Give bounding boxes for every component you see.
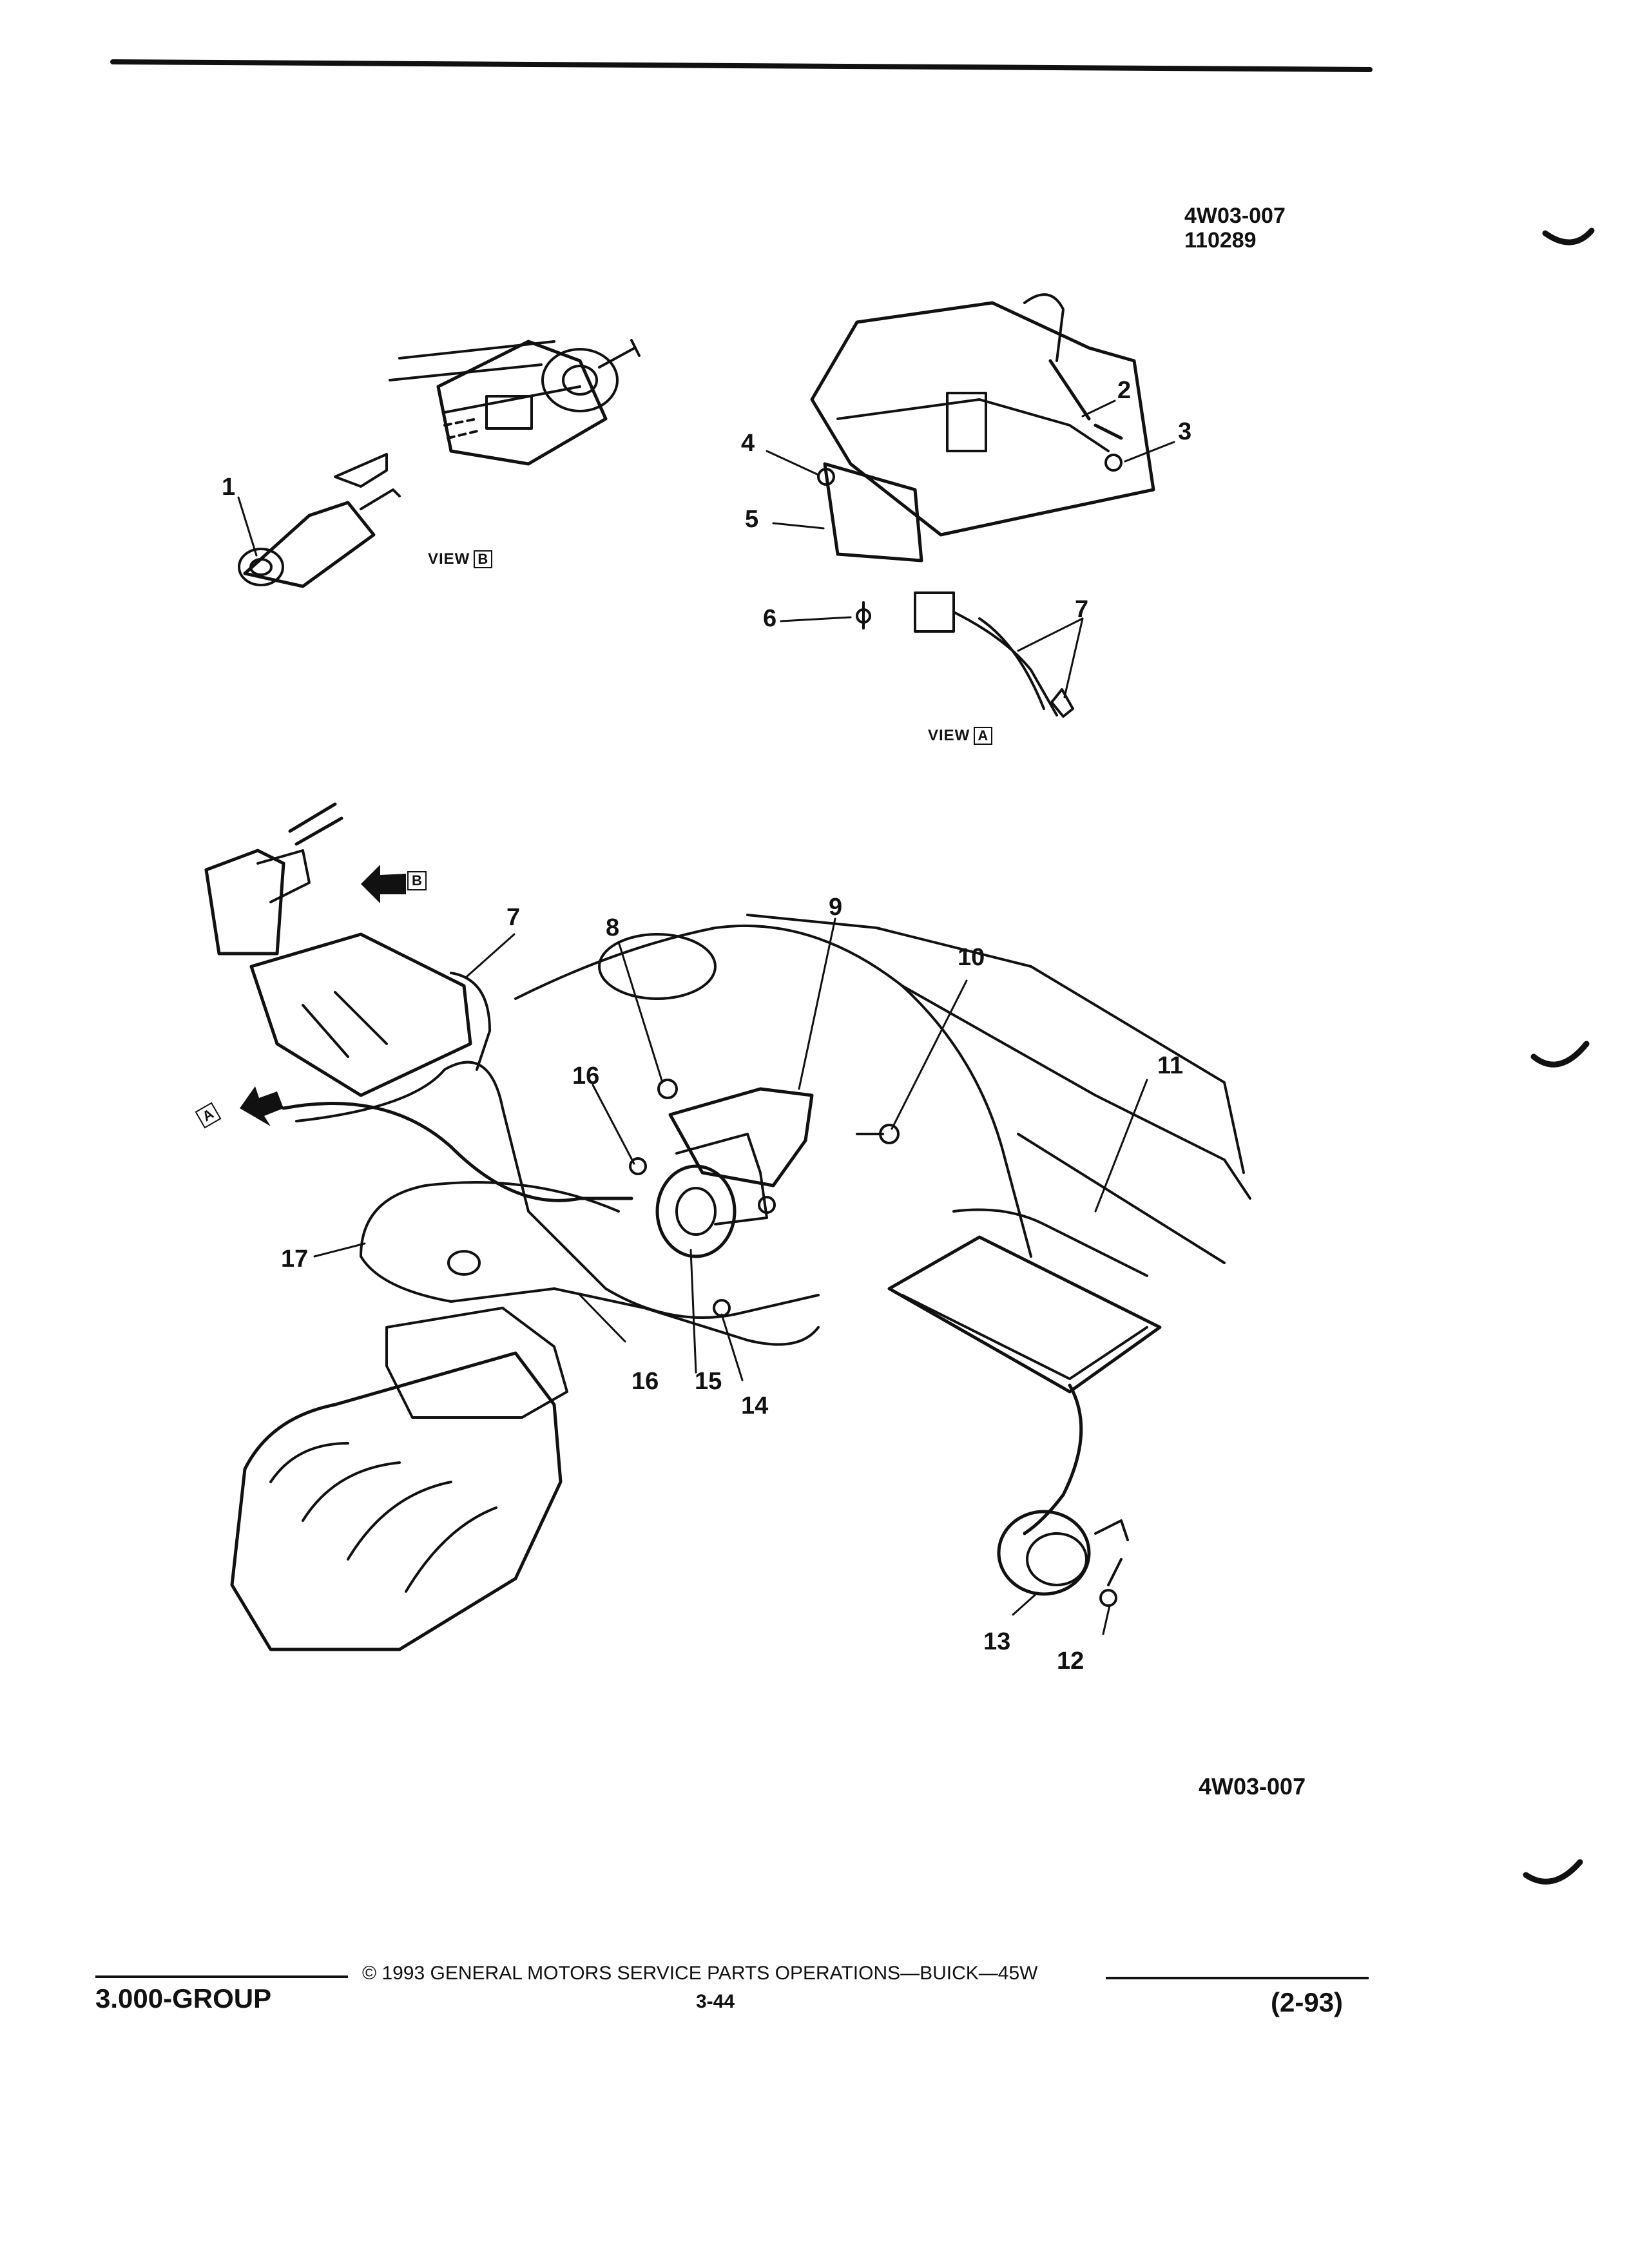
callout-11: 11 — [1157, 1052, 1184, 1079]
callout-14: 14 — [741, 1392, 769, 1419]
callout-12: 12 — [1057, 1648, 1084, 1675]
top-rule — [110, 59, 1373, 72]
callout-7-view-a: 7 — [1075, 596, 1089, 623]
callout-16-lower: 16 — [631, 1368, 659, 1395]
callout-10: 10 — [958, 944, 985, 971]
callout-3: 3 — [1178, 418, 1192, 445]
callout-leaders — [237, 399, 1175, 1635]
callout-4: 4 — [741, 430, 755, 457]
figure-code-line2: 110289 — [1184, 228, 1257, 253]
callout-13: 13 — [983, 1628, 1011, 1655]
view-a-module-assembly — [810, 293, 1155, 718]
callout-5: 5 — [745, 506, 759, 533]
callout-1: 1 — [222, 474, 236, 501]
callout-16-upper: 16 — [572, 1062, 600, 1090]
callout-15: 15 — [695, 1368, 722, 1395]
arrow-b-icon — [361, 865, 406, 903]
footer-group: 3.000-GROUP — [95, 1983, 272, 2013]
figure-code-line1: 4W03-007 — [1184, 204, 1286, 228]
figure-code-header: 4W03-007 110289 — [1184, 204, 1286, 253]
view-a-letter: A — [974, 727, 993, 745]
arrow-b-box: B — [407, 871, 427, 890]
callout-2: 2 — [1117, 377, 1132, 404]
callout-17: 17 — [281, 1245, 309, 1273]
callout-7-main: 7 — [506, 904, 521, 931]
binder-mark — [1523, 1859, 1583, 1885]
view-a-text: VIEW — [928, 727, 970, 744]
binder-mark — [1542, 227, 1595, 245]
main-engine-compartment-view — [204, 802, 1251, 1651]
callout-9: 9 — [829, 894, 843, 921]
footer-page-number: 3-44 — [696, 1991, 735, 2012]
arrow-a-icon — [240, 1086, 284, 1126]
callout-6: 6 — [763, 605, 777, 632]
footer-copyright: © 1993 GENERAL MOTORS SERVICE PARTS OPER… — [362, 1963, 1038, 1984]
view-b-text: VIEW — [428, 550, 470, 568]
view-b-letter: B — [474, 550, 493, 568]
view-b-lever-switch — [238, 339, 641, 588]
figure-code-footer: 4W03-007 — [1199, 1773, 1306, 1800]
callout-8: 8 — [606, 914, 620, 941]
binder-mark — [1530, 1041, 1590, 1068]
footer-date: (2-93) — [1271, 1987, 1344, 2017]
